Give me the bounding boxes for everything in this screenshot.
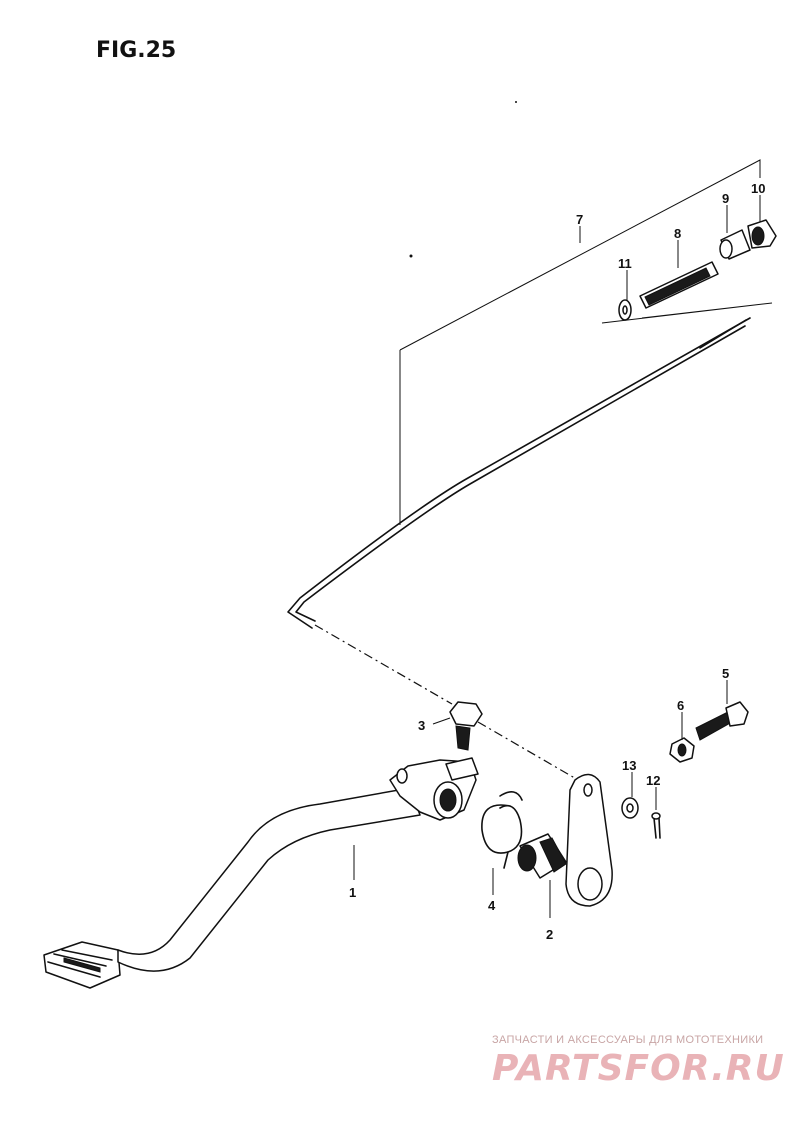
callout-7: 7 bbox=[576, 212, 583, 227]
callout-5: 5 bbox=[722, 666, 729, 681]
brake-rod bbox=[287, 317, 751, 629]
watermark-brand-logo[interactable]: PARTSFOR.RU bbox=[492, 1048, 785, 1089]
part-3-bolt bbox=[449, 701, 483, 751]
part-8-pin bbox=[639, 261, 719, 309]
part-12-cotter-pin bbox=[651, 812, 661, 839]
callout-1: 1 bbox=[349, 885, 356, 900]
part-9-sleeve bbox=[719, 229, 751, 260]
print-speck bbox=[409, 254, 413, 258]
callout-labels: 1 2 3 4 5 6 7 8 9 10 11 12 13 bbox=[349, 181, 765, 942]
callout-2: 2 bbox=[546, 927, 553, 942]
callout-6: 6 bbox=[677, 698, 684, 713]
part-13-washer bbox=[621, 797, 639, 819]
callout-13: 13 bbox=[622, 758, 636, 773]
part-10-nut bbox=[747, 219, 777, 249]
part-4-spring bbox=[481, 791, 523, 869]
assembly-line-2 bbox=[477, 721, 593, 789]
part-5-bolt bbox=[695, 701, 749, 741]
callout-10: 10 bbox=[751, 181, 765, 196]
callout-4: 4 bbox=[488, 898, 496, 913]
print-speck-2 bbox=[515, 101, 517, 103]
callout-12: 12 bbox=[646, 773, 660, 788]
part-6-nut bbox=[669, 737, 695, 763]
rod-assembly-bracket bbox=[399, 159, 773, 525]
watermark-subtitle: ЗАПЧАСТИ И АКСЕССУАРЫ ДЛЯ МОТОТЕХНИКИ bbox=[492, 1034, 764, 1046]
callout-3: 3 bbox=[418, 718, 425, 733]
leader-lines bbox=[353, 195, 761, 918]
assembly-line bbox=[314, 624, 453, 705]
part-11-washer bbox=[618, 299, 632, 321]
part-2-brake-arm bbox=[517, 773, 613, 907]
callout-9: 9 bbox=[722, 191, 729, 206]
callout-11: 11 bbox=[618, 256, 632, 271]
callout-8: 8 bbox=[674, 226, 681, 241]
part-1-brake-pedal bbox=[43, 757, 479, 989]
figure-title: FIG.25 bbox=[96, 38, 177, 63]
